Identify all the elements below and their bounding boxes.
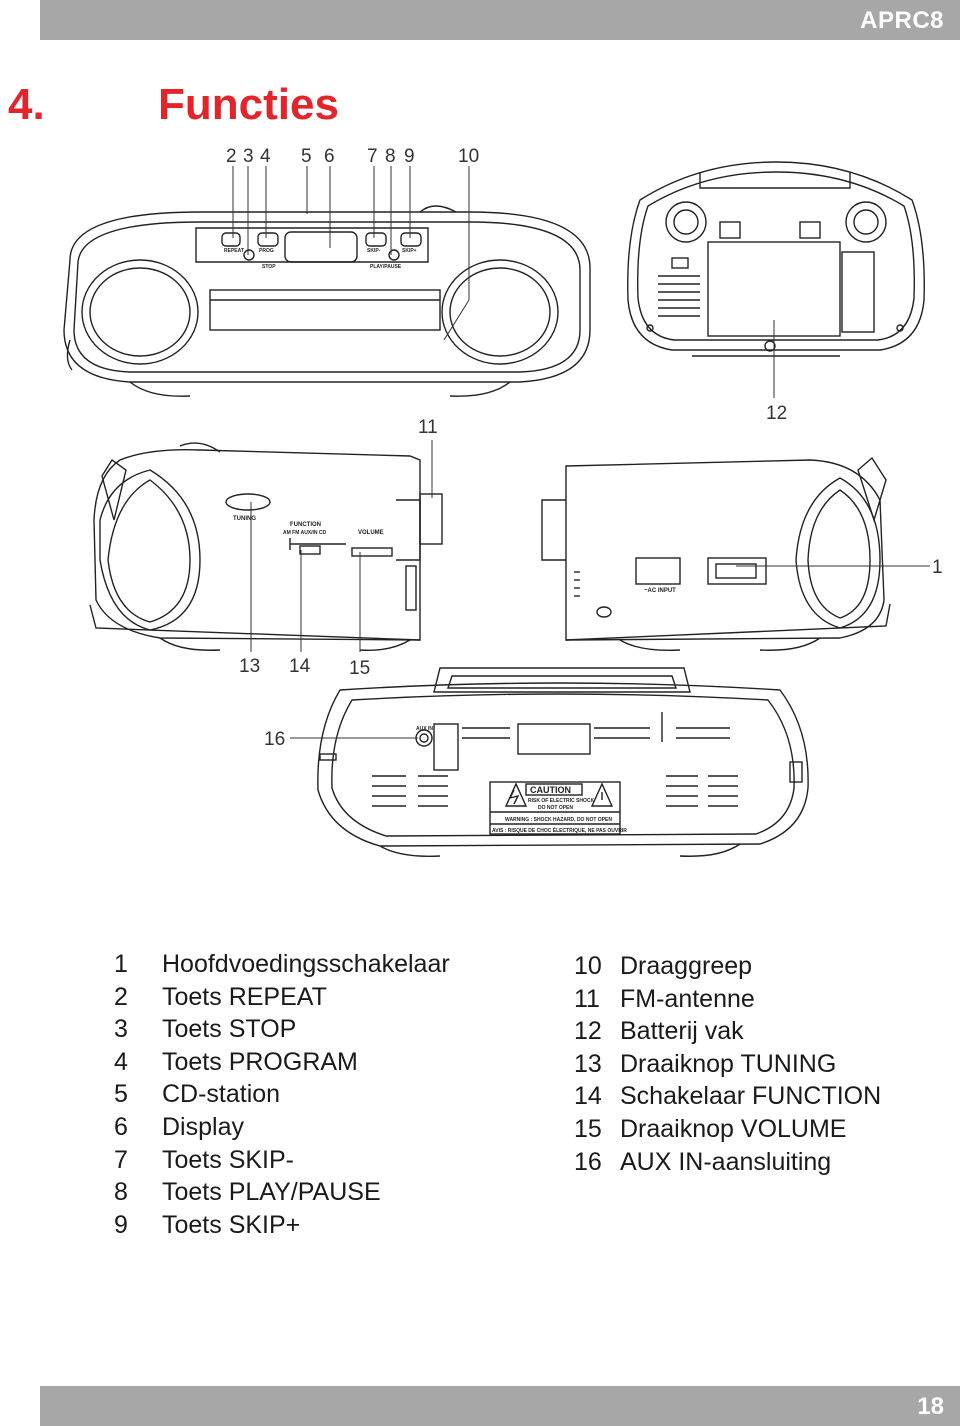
bottom-view [317, 667, 809, 857]
risk-label: RISK OF ELECTRIC SHOCK [528, 798, 595, 804]
skip-minus-label: SKIP- [367, 248, 381, 254]
aux-in-label: AUX IN [416, 726, 433, 732]
callout-9: 9 [404, 146, 415, 167]
caution-label: CAUTION [530, 785, 571, 795]
callout-2: 2 [226, 146, 237, 167]
callout-7: 7 [367, 146, 378, 167]
left-side-view [89, 442, 443, 651]
section-title: Functies [158, 80, 339, 129]
right-side-view [541, 456, 891, 651]
tuning-label: TUNING [233, 516, 256, 522]
ac-input-label: ~AC INPUT [644, 588, 676, 594]
callout-10: 10 [458, 146, 479, 167]
callout-1: 1 [932, 557, 943, 578]
do-not-open-label: DO NOT OPEN [538, 805, 573, 811]
callout-15: 15 [349, 658, 370, 679]
header-bar: APRC8 [40, 0, 960, 40]
callout-4: 4 [260, 146, 271, 167]
repeat-label: REPEAT [224, 248, 244, 254]
section-number: 4. [8, 80, 45, 129]
function-label: FUNCTION [290, 522, 321, 528]
back-view [627, 161, 925, 357]
prog-label: PROG [259, 248, 274, 254]
skip-plus-label: SKIP+ [402, 248, 417, 254]
page-number: 18 [917, 1393, 944, 1420]
callout-3: 3 [243, 146, 254, 167]
front-view [63, 205, 591, 397]
product-diagram: REPEAT PROG STOP SKIP- SKIP+ PLAY/PAUSE [63, 146, 943, 857]
callout-5: 5 [301, 146, 312, 167]
callout-12: 12 [766, 403, 787, 424]
function-modes-label: AM FM AUX/IN CD [283, 530, 327, 536]
stop-label: STOP [262, 264, 276, 270]
model-name: APRC8 [860, 7, 944, 34]
callout-14: 14 [289, 656, 311, 677]
warning-label: WARNING : SHOCK HAZARD, DO NOT OPEN [505, 817, 612, 823]
volume-label: VOLUME [358, 530, 384, 536]
callout-8: 8 [385, 146, 396, 167]
avis-label: AVIS : RISQUE DE CHOC ÉLECTRIQUE, NE PAS… [492, 826, 627, 834]
callout-16: 16 [264, 729, 285, 750]
callout-13: 13 [239, 656, 260, 677]
callout-6: 6 [324, 146, 335, 167]
callout-11: 11 [418, 417, 438, 438]
play-pause-label: PLAY/PAUSE [370, 264, 402, 270]
footer-bar: 18 [40, 1386, 960, 1426]
